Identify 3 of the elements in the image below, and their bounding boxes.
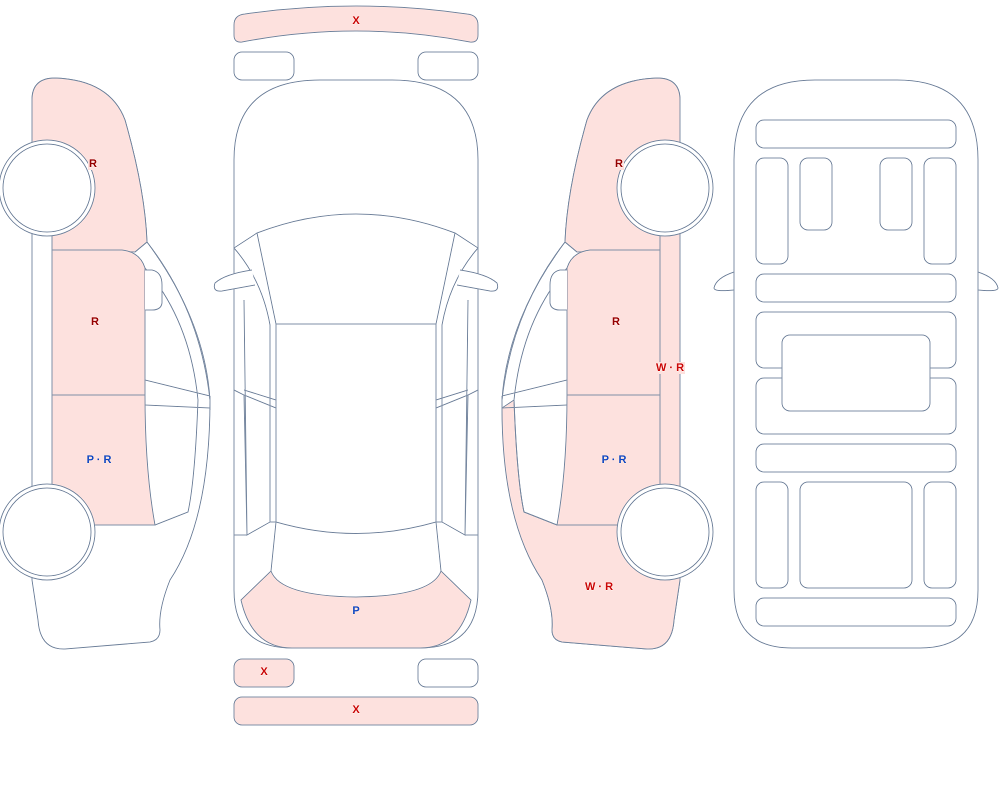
damage-code: W · R xyxy=(654,362,686,374)
damage-code: R xyxy=(88,158,98,170)
damage-code: R xyxy=(614,158,624,170)
